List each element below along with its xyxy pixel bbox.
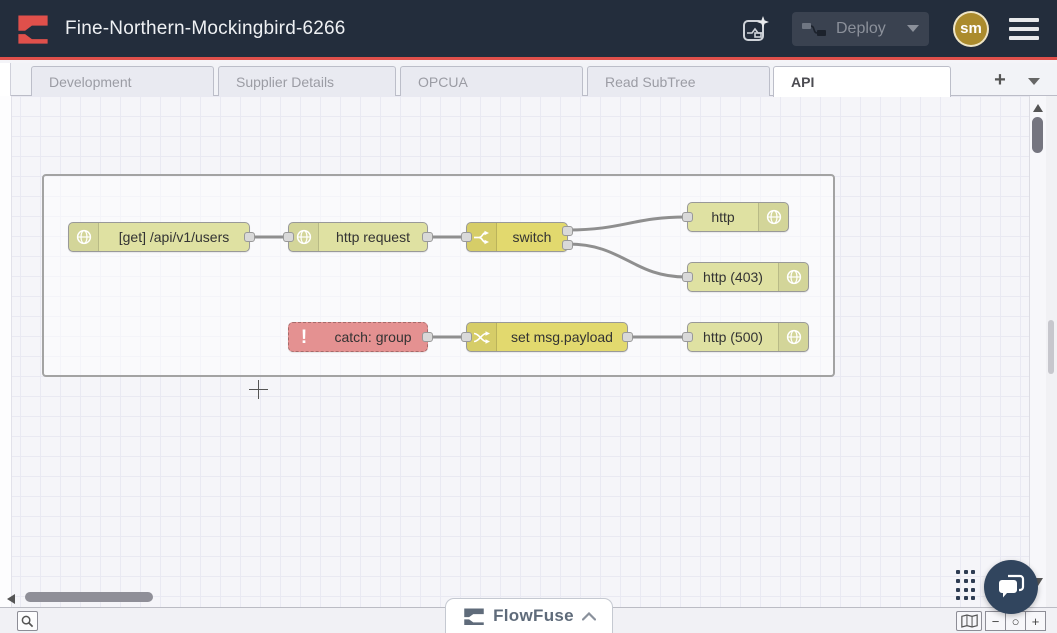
globe-icon (778, 323, 808, 351)
tab-label: Development (49, 74, 132, 90)
input-port[interactable] (682, 272, 693, 282)
header-bar: Fine-Northern-Mockingbird-6266 Deploy (0, 0, 1057, 60)
output-port[interactable] (622, 332, 633, 342)
zoom-reset-button[interactable]: ○ (1005, 611, 1026, 631)
search-icon (21, 615, 34, 628)
exclamation-icon: ! (289, 323, 319, 351)
input-port[interactable] (682, 212, 693, 222)
navigator-button[interactable] (956, 611, 982, 631)
search-button[interactable] (17, 611, 38, 631)
ai-assistant-button[interactable] (738, 12, 772, 46)
chat-icon (997, 574, 1025, 600)
wire[interactable] (568, 217, 686, 230)
input-port[interactable] (682, 332, 693, 342)
add-flow-button[interactable]: + (985, 66, 1015, 95)
tab-label: Read SubTree (605, 74, 696, 90)
node-label: set msg.payload (497, 323, 627, 351)
node-change[interactable]: set msg.payload (466, 322, 628, 352)
map-icon (961, 614, 978, 628)
flowfuse-banner[interactable]: FlowFuse (445, 598, 613, 633)
flowfuse-logo-icon (462, 604, 486, 628)
input-port[interactable] (461, 332, 472, 342)
node-http-in[interactable]: [get] /api/v1/users (68, 222, 250, 252)
node-label: catch: group (319, 323, 427, 351)
scroll-up-arrow-icon[interactable] (1033, 104, 1043, 112)
zoom-in-button[interactable]: + (1025, 611, 1046, 631)
chat-launcher-button[interactable] (984, 560, 1038, 614)
zoom-controls: − ○ + (986, 611, 1046, 631)
vertical-scrollbar[interactable] (1029, 96, 1046, 607)
node-http-response[interactable]: http (687, 202, 789, 232)
node-label: [get] /api/v1/users (99, 223, 249, 251)
output-port[interactable] (422, 332, 433, 342)
node-label: http (688, 203, 758, 231)
output-port[interactable] (422, 232, 433, 242)
node-label: http request (319, 223, 427, 251)
zoom-out-button[interactable]: − (985, 611, 1006, 631)
tab-supplier-details[interactable]: Supplier Details (218, 66, 396, 96)
tab-label: Supplier Details (236, 74, 334, 90)
output-port[interactable] (244, 232, 255, 242)
vertical-scroll-thumb[interactable] (1032, 117, 1043, 153)
outer-scrollbar[interactable] (1046, 96, 1057, 607)
tab-opcua[interactable]: OPCUA (400, 66, 583, 96)
tab-development[interactable]: Development (31, 66, 214, 96)
ai-assistant-icon (740, 14, 770, 44)
output-port-2[interactable] (562, 240, 573, 250)
globe-icon (778, 263, 808, 291)
flow-canvas[interactable]: [get] /api/v1/users http request switch … (0, 96, 1029, 607)
flow-tab-bar: Development Supplier Details OPCUA Read … (0, 63, 1057, 96)
tab-label: OPCUA (418, 74, 468, 90)
outer-scroll-thumb[interactable] (1048, 320, 1054, 374)
deploy-label: Deploy (836, 20, 886, 38)
banner-label: FlowFuse (493, 606, 574, 626)
tab-label: API (791, 74, 814, 90)
node-label: switch (497, 223, 567, 251)
tab-api[interactable]: API (773, 66, 951, 97)
node-http-request[interactable]: http request (288, 222, 428, 252)
deploy-button[interactable]: Deploy (792, 12, 929, 46)
globe-icon (69, 223, 99, 251)
flowfuse-logo-icon (15, 11, 51, 47)
node-label: http (403) (688, 263, 778, 291)
flow-list-chevron-icon[interactable] (1028, 78, 1040, 85)
tabbar-left-strip (0, 63, 11, 96)
header-actions: Deploy sm (738, 0, 1057, 57)
node-catch[interactable]: ! catch: group (288, 322, 428, 352)
output-port-1[interactable] (562, 226, 573, 236)
input-port[interactable] (283, 232, 294, 242)
main-menu-button[interactable] (1009, 18, 1039, 40)
globe-icon (758, 203, 788, 231)
deploy-icon (802, 22, 826, 36)
input-port[interactable] (461, 232, 472, 242)
chevron-up-icon[interactable] (582, 612, 596, 621)
tab-read-subtree[interactable]: Read SubTree (587, 66, 770, 96)
menu-icon (1009, 27, 1039, 31)
node-http-response-500[interactable]: http (500) (687, 322, 809, 352)
wire[interactable] (568, 244, 686, 277)
menu-icon (1009, 18, 1039, 22)
chat-drag-handle[interactable] (956, 570, 976, 602)
instance-title: Fine-Northern-Mockingbird-6266 (65, 18, 346, 40)
menu-icon (1009, 36, 1039, 40)
node-label: http (500) (688, 323, 778, 351)
user-avatar[interactable]: sm (953, 11, 989, 47)
node-http-response-403[interactable]: http (403) (687, 262, 809, 292)
deploy-options-chevron-icon[interactable] (907, 25, 919, 32)
node-switch[interactable]: switch (466, 222, 568, 252)
